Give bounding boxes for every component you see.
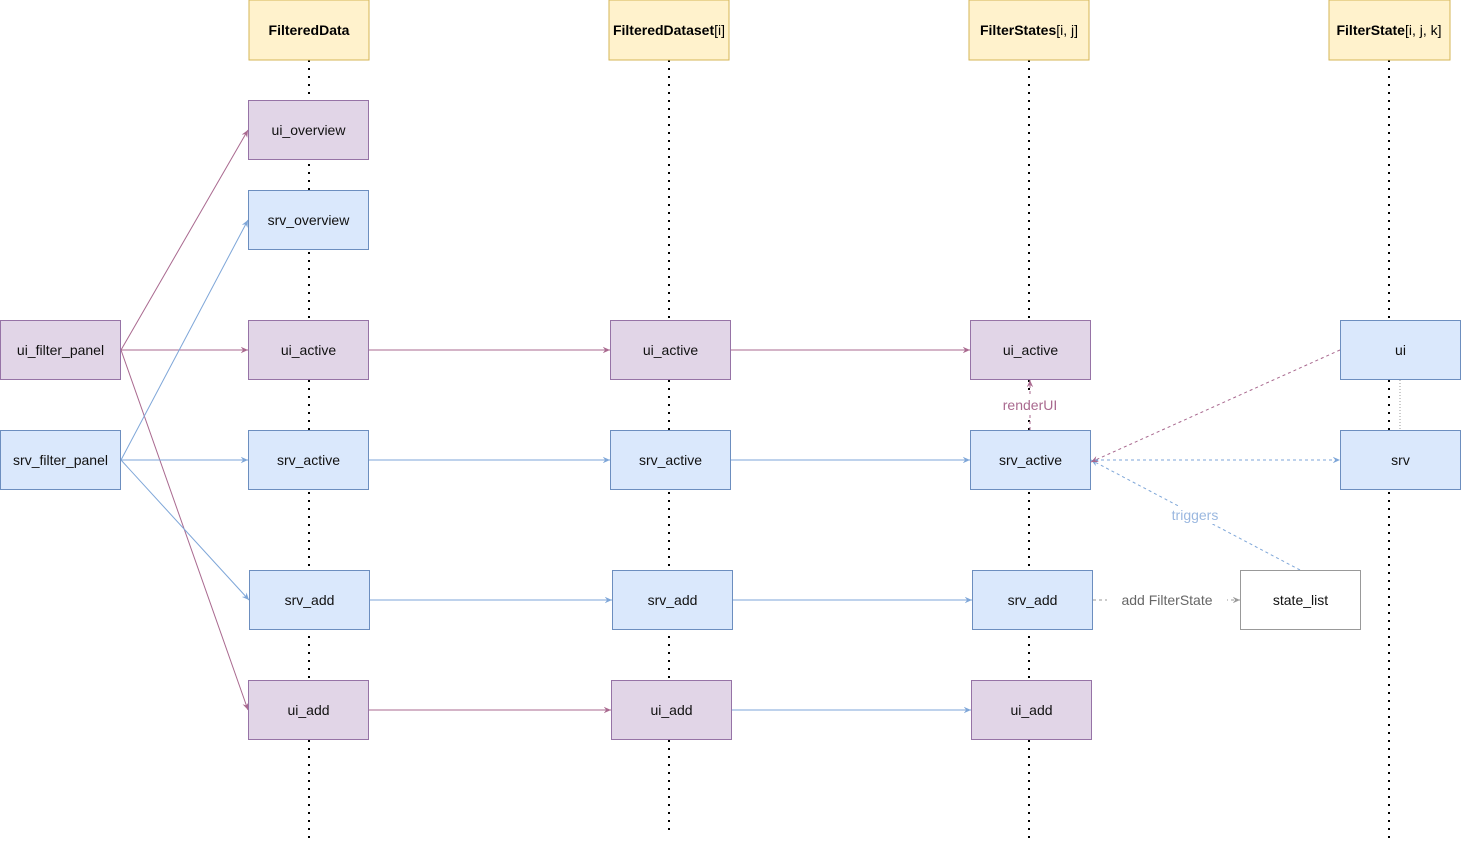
- node-fs-srv-add: srv_add: [972, 570, 1093, 630]
- node-box: [249, 570, 370, 630]
- header-label: FilteredDataset[i]: [613, 22, 725, 38]
- node-state-list: state_list: [1240, 570, 1361, 630]
- node-fds-srv-add: srv_add: [612, 570, 733, 630]
- node-box: [248, 430, 369, 490]
- header-label: FilterStates[i, j]: [980, 22, 1078, 38]
- node-box: [0, 320, 121, 380]
- node-box: [248, 680, 369, 740]
- header-box: [968, 0, 1090, 61]
- nodes: ui_filter_panel srv_filter_panel ui_overvi…: [0, 100, 1461, 740]
- edge-label-background: [996, 396, 1064, 414]
- node-box: [612, 570, 733, 630]
- node-fd-ui-overview: ui_overview: [248, 100, 369, 160]
- node-box: [248, 190, 369, 250]
- edge-label: renderUI: [1003, 397, 1057, 413]
- node-fds-srv-active: srv_active: [610, 430, 731, 490]
- node-fs-ui-active: ui_active: [970, 320, 1091, 380]
- node-label: srv_add: [1008, 592, 1058, 608]
- node-label: srv_add: [648, 592, 698, 608]
- edge-f_ui-to-fs_srv_active: [1090, 349, 1341, 463]
- node-fd-srv-overview: srv_overview: [248, 190, 369, 250]
- node-label: ui_filter_panel: [17, 342, 104, 358]
- header-label: FilterState[i, j, k]: [1336, 22, 1441, 38]
- edges: [120, 129, 1401, 714]
- node-box: [0, 430, 121, 490]
- node-fd-srv-active: srv_active: [248, 430, 369, 490]
- node-label: ui: [1395, 342, 1406, 358]
- node-label: srv_active: [999, 452, 1062, 468]
- header-filterstate: FilterState[i, j, k]: [1328, 0, 1451, 61]
- node-box: [610, 430, 731, 490]
- node-label: ui_active: [281, 342, 336, 358]
- node-box: [248, 100, 369, 160]
- node-label: ui_active: [643, 342, 698, 358]
- header-filterstates: FilterStates[i, j]: [968, 0, 1090, 61]
- header-label: FilteredData: [269, 22, 350, 38]
- node-label: srv_filter_panel: [13, 452, 108, 468]
- node-box: [972, 570, 1093, 630]
- node-label: srv_add: [285, 592, 335, 608]
- node-label: srv_overview: [268, 212, 351, 228]
- node-label: ui_overview: [272, 122, 347, 138]
- node-box: [970, 320, 1091, 380]
- node-label: ui_add: [650, 702, 692, 718]
- node-f-ui: ui: [1340, 320, 1461, 380]
- node-ui-filter-panel: ui_filter_panel: [0, 320, 121, 380]
- node-fs-ui-add: ui_add: [971, 680, 1092, 740]
- node-box: [971, 680, 1092, 740]
- edge-labels: renderUI add FilterState triggers: [996, 396, 1229, 609]
- node-box: [248, 320, 369, 380]
- node-fds-ui-add: ui_add: [611, 680, 732, 740]
- edge-srv_filter_panel-to-fd_srv_overview: [120, 219, 249, 461]
- node-box: [1340, 430, 1461, 490]
- node-box: [1340, 320, 1461, 380]
- header-box: [1328, 0, 1451, 61]
- node-fs-srv-active: srv_active: [970, 430, 1091, 490]
- node-fd-srv-add: srv_add: [249, 570, 370, 630]
- node-box: [1240, 570, 1361, 630]
- node-box: [970, 430, 1091, 490]
- node-box: [611, 680, 732, 740]
- node-label: srv_active: [639, 452, 702, 468]
- node-f-srv: srv: [1340, 430, 1461, 490]
- edge-label-background: [1107, 591, 1227, 609]
- edge-srv_filter_panel-to-fd_srv_add: [120, 459, 250, 601]
- header-box: [248, 0, 370, 61]
- edge-label: add FilterState: [1121, 592, 1212, 608]
- edge-label: triggers: [1172, 507, 1219, 523]
- node-box: [610, 320, 731, 380]
- node-label: srv: [1391, 452, 1410, 468]
- node-label: ui_add: [287, 702, 329, 718]
- node-fd-ui-add: ui_add: [248, 680, 369, 740]
- node-fd-ui-active: ui_active: [248, 320, 369, 380]
- node-label: ui_add: [1010, 702, 1052, 718]
- header-box: [608, 0, 730, 61]
- node-label: state_list: [1273, 592, 1328, 608]
- node-label: ui_active: [1003, 342, 1058, 358]
- header-filtereddata: FilteredData: [248, 0, 370, 61]
- lifelines: [308, 60, 1390, 840]
- edge-label-background: [1161, 506, 1229, 524]
- node-label: srv_active: [277, 452, 340, 468]
- node-srv-filter-panel: srv_filter_panel: [0, 430, 121, 490]
- node-fds-ui-active: ui_active: [610, 320, 731, 380]
- header-filtereddataset: FilteredDataset[i]: [608, 0, 730, 61]
- edge-ui_filter_panel-to-fd_ui_overview: [120, 129, 249, 351]
